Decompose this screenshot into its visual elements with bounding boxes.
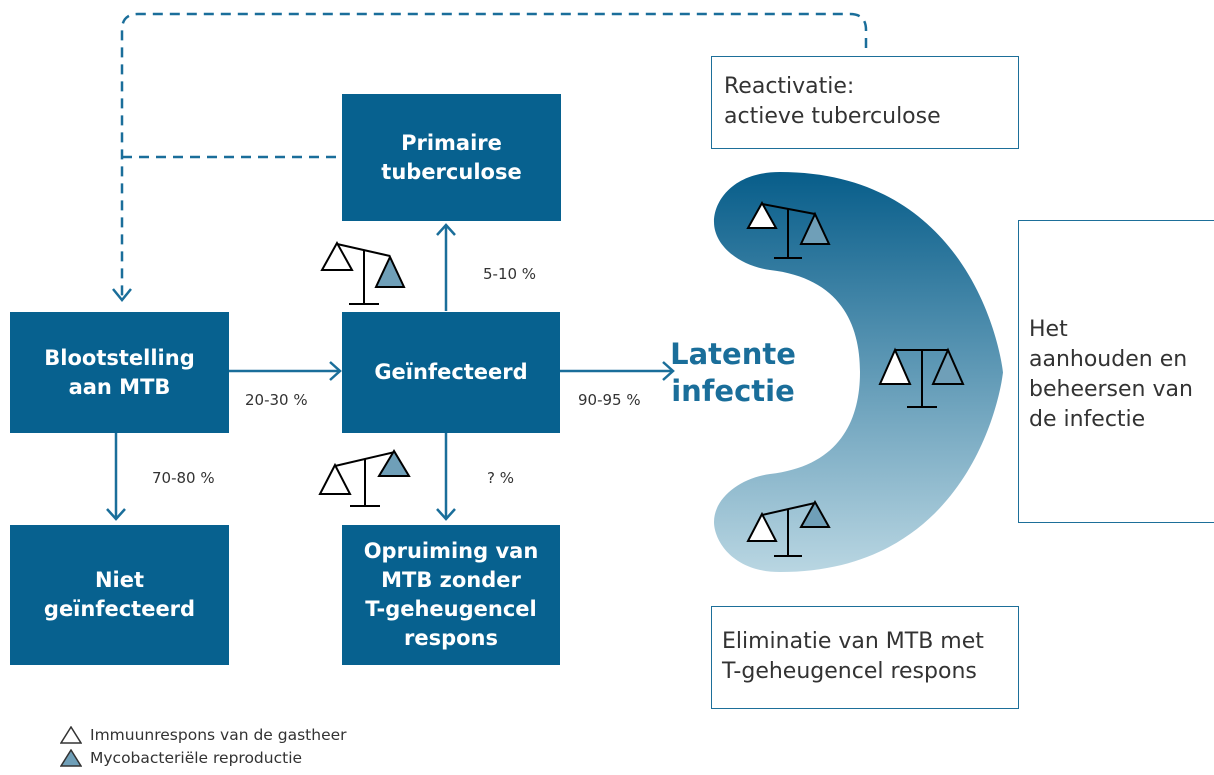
balance-scale-icon bbox=[320, 240, 406, 305]
reactivation-box: Reactivatie: actieve tuberculose bbox=[711, 56, 1019, 149]
legend-mycobacterial: Mycobacteriële reproductie bbox=[60, 749, 302, 767]
legend-host-response: Immuunrespons van de gastheer bbox=[60, 726, 347, 744]
reactivation-dashed-line bbox=[120, 12, 868, 298]
not-infected-box: Niet geïnfecteerd bbox=[10, 525, 229, 665]
persistence-box: Het aanhouden en beheersen van de infect… bbox=[1018, 220, 1214, 523]
elimination-box: Eliminatie van MTB met T-geheugencel res… bbox=[711, 606, 1019, 709]
legend-host-response-label: Immuunrespons van de gastheer bbox=[90, 726, 347, 744]
primary-tb-box: Primaire tuberculose bbox=[342, 94, 561, 221]
infected-box: Geïnfecteerd bbox=[342, 312, 560, 433]
white-triangle-icon bbox=[60, 726, 82, 744]
arrow-infected-to-clearance bbox=[436, 433, 456, 521]
arrow-infected-to-latent bbox=[560, 361, 675, 381]
clearance-box: Opruiming van MTB zonder T-geheugencel r… bbox=[342, 525, 560, 665]
pct-infected-to-clearance: ? % bbox=[487, 469, 514, 487]
balance-scale-icon bbox=[746, 200, 831, 259]
balance-scale-icon bbox=[746, 499, 831, 557]
reactivation-arrowhead bbox=[112, 288, 132, 302]
balance-scale-icon bbox=[878, 347, 965, 408]
balance-scale-icon bbox=[318, 449, 411, 507]
blue-triangle-icon bbox=[60, 749, 82, 767]
pct-exposure-to-infected: 20-30 % bbox=[245, 391, 308, 409]
arrow-exposure-to-infected bbox=[229, 361, 342, 381]
arrow-infected-to-primary bbox=[436, 223, 456, 311]
pct-exposure-to-not-infected: 70-80 % bbox=[152, 469, 215, 487]
exposure-box: Blootstelling aan MTB bbox=[10, 312, 229, 433]
latent-infection-label: Latente infectie bbox=[670, 337, 796, 408]
pct-infected-to-primary: 5-10 % bbox=[483, 265, 537, 283]
latent-infection-crescent bbox=[714, 172, 1003, 572]
legend-mycobacterial-label: Mycobacteriële reproductie bbox=[90, 749, 303, 767]
pct-infected-to-latent: 90-95 % bbox=[578, 391, 641, 409]
arrow-exposure-to-not-infected bbox=[106, 433, 126, 521]
